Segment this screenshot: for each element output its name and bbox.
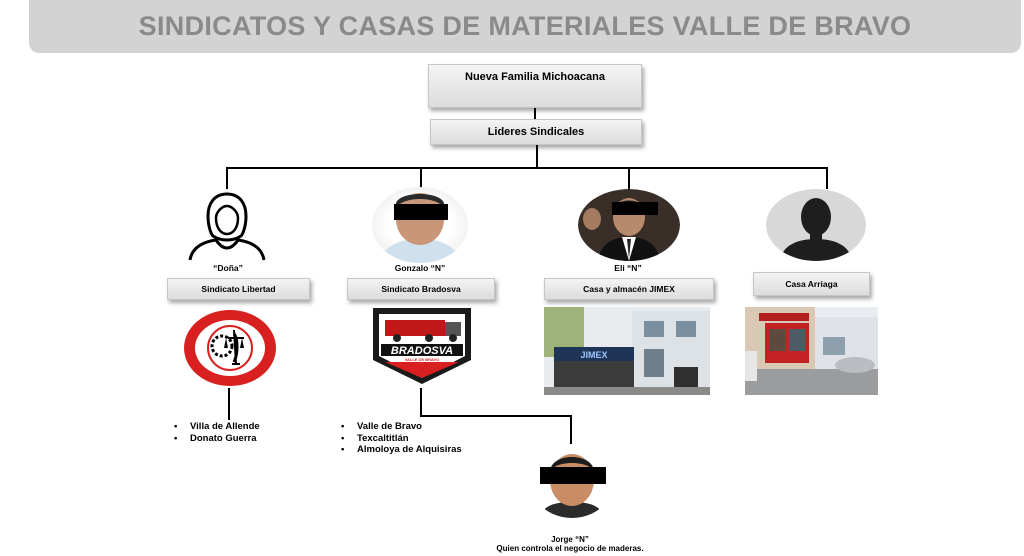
gonzalo-censor-bar — [394, 204, 448, 220]
leaders-box: Lideres Sindicales — [430, 119, 642, 145]
org-box-4: Casa Arriaga — [753, 272, 870, 296]
org-box-2: Sindicato Bradosva — [347, 278, 495, 300]
list-item: Villa de Allende — [174, 421, 260, 433]
connector-branch-2 — [420, 167, 422, 189]
connector-bradosva-places — [420, 388, 422, 416]
list-item: Donato Guerra — [174, 433, 260, 445]
list-item: Almoloya de Alquisiras — [341, 444, 462, 456]
anonymous-person-icon — [766, 189, 866, 261]
jimex-store-photo: JIMEX — [544, 307, 710, 395]
connector-horizontal — [226, 167, 828, 169]
person-name-2: Gonzalo “N” — [394, 263, 446, 273]
leaders-label: Lideres Sindicales — [487, 126, 585, 138]
org-label-2: Sindicato Bradosva — [381, 284, 461, 294]
org-label-3: Casa y almacén JIMEX — [583, 284, 675, 294]
eli-photo — [578, 189, 680, 261]
connector-bradosva-jorge-h — [420, 415, 572, 417]
jorge-name: Jorge “N” — [551, 535, 589, 544]
org-box-1: Sindicato Libertad — [167, 278, 310, 300]
connector-branch-3 — [628, 167, 630, 189]
bradosva-logo-subtext: VALLE DE BRAVO — [405, 357, 440, 362]
connector-libertad-places — [228, 388, 230, 420]
gonzalo-photo — [372, 187, 468, 263]
list-item: Texcaltitlán — [341, 433, 462, 445]
org-box-3: Casa y almacén JIMEX — [544, 278, 714, 300]
connector-branch-1 — [226, 167, 228, 189]
org-label-4: Casa Arriaga — [785, 279, 838, 289]
org-label-1: Sindicato Libertad — [201, 284, 276, 294]
libertad-places-list: Villa de Allende Donato Guerra — [174, 421, 260, 444]
list-item: Valle de Bravo — [341, 421, 462, 433]
libertad-seal-logo — [184, 310, 276, 386]
person-name-1: “Doña” — [213, 263, 243, 273]
eli-censor-bar — [612, 202, 658, 215]
bradosva-logo: BRADOSVA VALLE DE BRAVO — [373, 308, 471, 384]
root-label: Nueva Familia Michoacana — [465, 71, 605, 83]
connector-bradosva-jorge-v — [570, 415, 572, 445]
arriaga-store-photo — [745, 307, 878, 395]
person-name-3: Eli “N” — [614, 263, 642, 273]
jorge-censor-bar — [540, 467, 606, 484]
connector-leaders-down — [536, 145, 538, 168]
page-title: SINDICATOS Y CASAS DE MATERIALES VALLE D… — [138, 11, 912, 41]
root-box: Nueva Familia Michoacana — [428, 64, 642, 108]
jorge-caption: Jorge “N” Quien controla el negocio de m… — [470, 535, 670, 553]
connector-branch-4 — [826, 167, 828, 189]
bradosva-places-list: Valle de Bravo Texcaltitlán Almoloya de … — [341, 421, 462, 456]
title-bar: SINDICATOS Y CASAS DE MATERIALES VALLE D… — [29, 0, 1021, 53]
woman-silhouette-icon — [188, 192, 266, 261]
jimex-sign-text: JIMEX — [580, 350, 607, 360]
jorge-role: Quien controla el negocio de maderas. — [496, 544, 644, 553]
connector-root-leaders — [534, 108, 536, 119]
bradosva-logo-text: BRADOSVA — [391, 345, 453, 357]
